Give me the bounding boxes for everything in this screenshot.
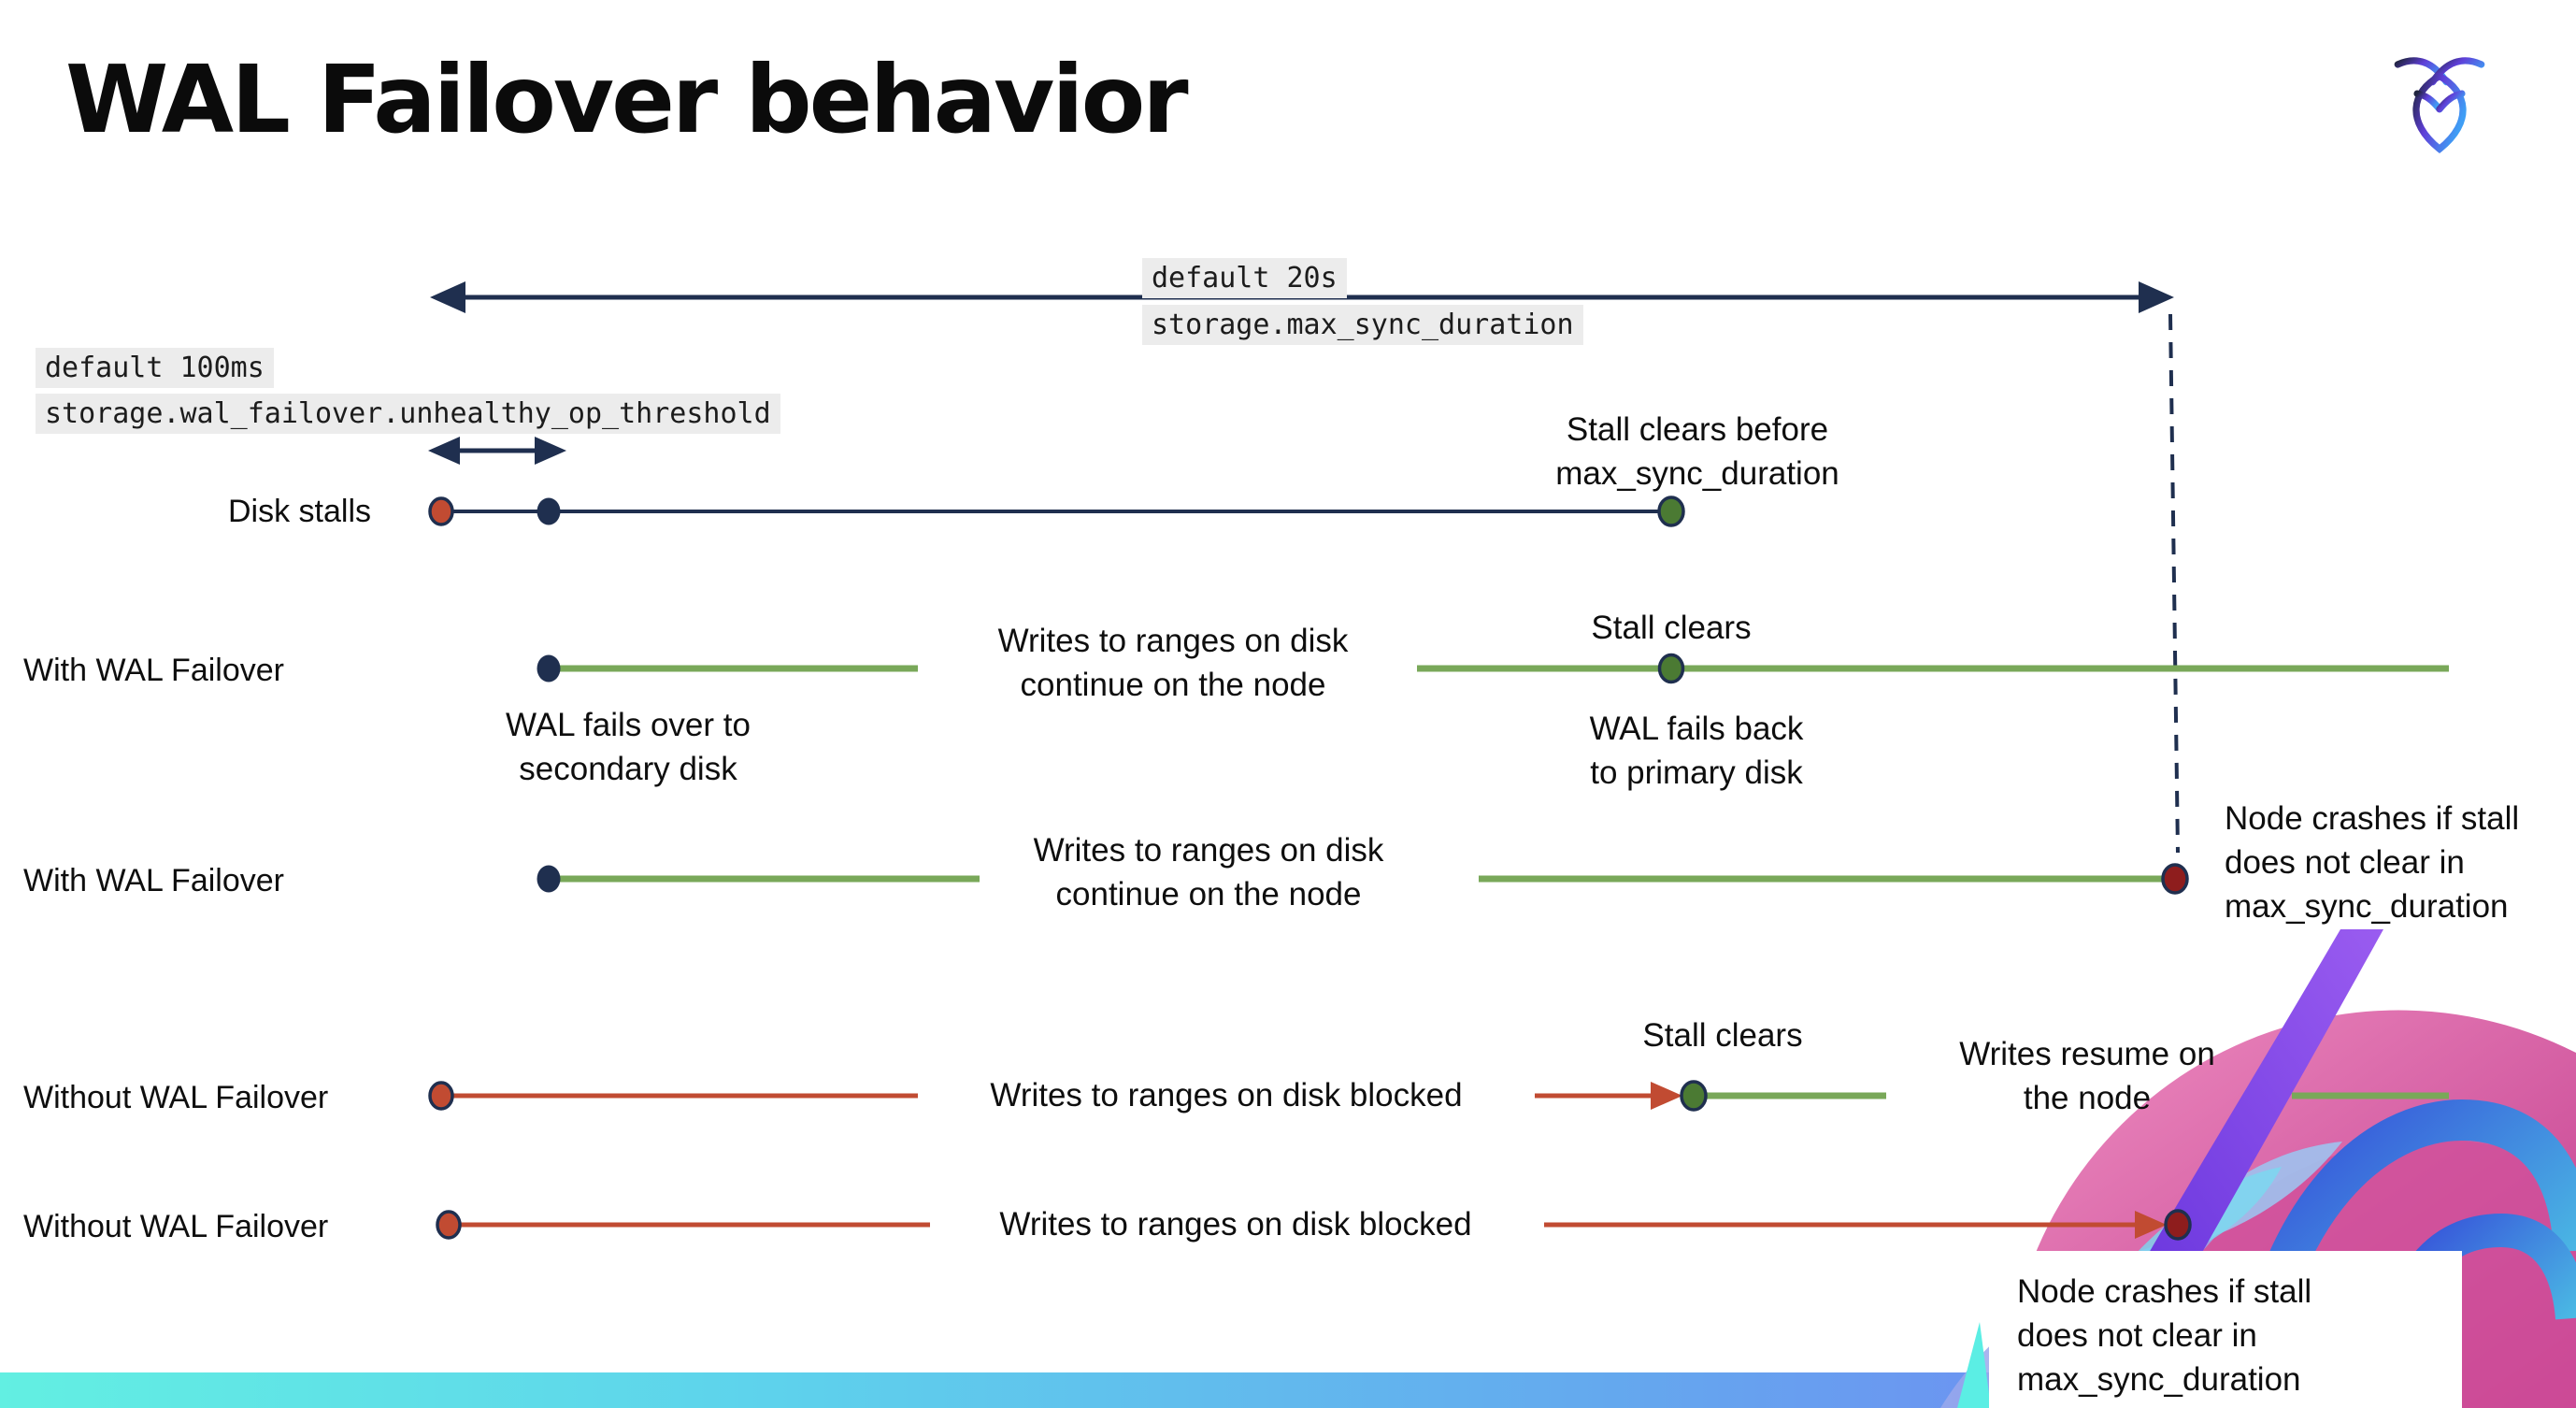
max-sync-default-value: default 20s <box>1142 258 1347 298</box>
row4-stall-clears-dot <box>1680 1080 1708 1112</box>
row4-stall-clears-note: Stall clears <box>1642 1017 1803 1054</box>
row3-crash-dot <box>2161 863 2189 895</box>
node-crashes-note-bottom: Node crashes if stall does not clear in … <box>2017 1273 2312 1398</box>
row4-label: Without WAL Failover <box>23 1080 329 1115</box>
row4-stall-start-dot <box>428 1081 454 1111</box>
threshold-setting-name: storage.wal_failover.unhealthy_op_thresh… <box>36 394 780 434</box>
crash-note-box: Node crashes if stall does not clear in … <box>1989 1251 2462 1408</box>
row2-label: With WAL Failover <box>23 653 284 688</box>
max-sync-duration-label: default 20s <box>1142 258 1347 298</box>
row5-crash-dot <box>2164 1209 2192 1241</box>
node-crashes-note-right: Node crashes if stall does not clear in … <box>2225 800 2520 925</box>
row4-red-arrowhead <box>1651 1082 1682 1110</box>
logo-branch-right <box>2436 90 2466 113</box>
row5-stall-start-dot <box>436 1210 462 1240</box>
row1-threshold-dot <box>537 497 561 525</box>
stall-clears-before-note: Stall clears before max_sync_duration <box>1555 411 1839 492</box>
brand-art-cyan-sliver <box>1957 1322 1991 1408</box>
row3-failover-dot <box>537 865 561 893</box>
row1-stall-start-dot <box>428 496 454 526</box>
row2-failover-dot <box>537 654 561 682</box>
wal-fails-over-note: WAL fails over to secondary disk <box>506 707 751 787</box>
wal-fails-back-note: WAL fails back to primary disk <box>1589 711 1804 791</box>
row3-label: With WAL Failover <box>23 863 284 898</box>
writes-resume-note: Writes resume on the node <box>1959 1036 2215 1116</box>
threshold-default-value: default 100ms <box>36 348 274 388</box>
max-sync-duration-setting: storage.max_sync_duration <box>1142 305 1583 345</box>
max-sync-setting-name: storage.max_sync_duration <box>1142 305 1583 345</box>
deadline-dashed-line <box>2168 313 2180 854</box>
row5-red-arrowhead <box>2135 1211 2167 1239</box>
row5-label: Without WAL Failover <box>23 1209 329 1244</box>
unhealthy-op-threshold-label: default 100ms storage.wal_failover.unhea… <box>36 348 780 439</box>
row4-writes-blocked-note: Writes to ranges on disk blocked <box>990 1077 1463 1113</box>
row2-writes-continue-note: Writes to ranges on disk continue on the… <box>997 623 1349 703</box>
max-sync-left-arrowhead <box>430 281 465 313</box>
cockroachdb-logo-icon <box>2394 57 2485 154</box>
row2-stall-clears-note: Stall clears <box>1591 610 1752 646</box>
max-sync-right-arrowhead <box>2139 281 2174 313</box>
row1-label: Disk stalls <box>228 494 372 529</box>
row5-writes-blocked-note: Writes to ranges on disk blocked <box>999 1206 1472 1243</box>
page-title: WAL Failover behavior <box>65 45 1189 154</box>
threshold-left-arrowhead <box>428 437 460 465</box>
row2-stall-clears-dot <box>1657 653 1685 684</box>
threshold-right-arrowhead <box>535 437 566 465</box>
row1-stall-clears-dot <box>1657 496 1685 527</box>
row3-writes-continue-note: Writes to ranges on disk continue on the… <box>1033 832 1384 912</box>
